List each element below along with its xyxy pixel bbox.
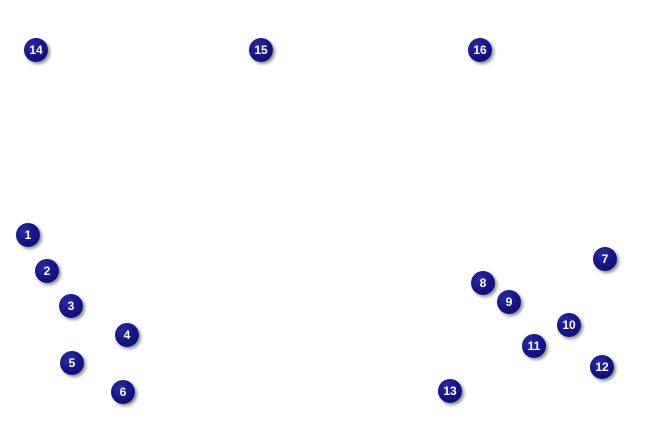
marker-11[interactable]: 11 [522, 334, 546, 358]
marker-1[interactable]: 1 [16, 223, 40, 247]
marker-10[interactable]: 10 [557, 313, 581, 337]
marker-6[interactable]: 6 [111, 380, 135, 404]
marker-12[interactable]: 12 [590, 355, 614, 379]
marker-2[interactable]: 2 [35, 259, 59, 283]
marker-3[interactable]: 3 [59, 294, 83, 318]
marker-14[interactable]: 14 [24, 38, 48, 62]
marker-9[interactable]: 9 [497, 290, 521, 314]
marker-7[interactable]: 7 [593, 247, 617, 271]
marker-15[interactable]: 15 [249, 38, 273, 62]
marker-4[interactable]: 4 [115, 323, 139, 347]
marker-16[interactable]: 16 [468, 38, 492, 62]
marker-13[interactable]: 13 [438, 379, 462, 403]
marker-8[interactable]: 8 [471, 271, 495, 295]
marker-5[interactable]: 5 [60, 351, 84, 375]
